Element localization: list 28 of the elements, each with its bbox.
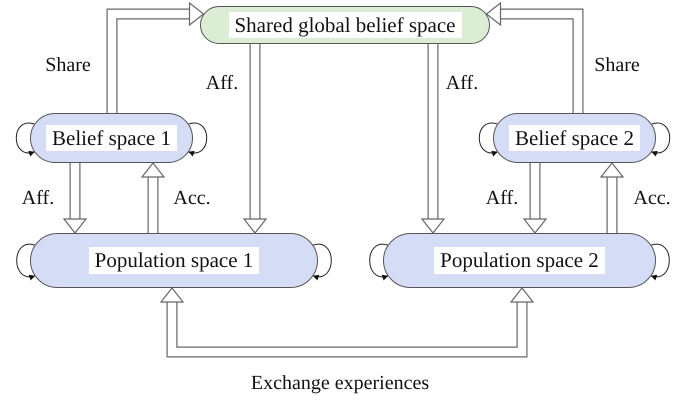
rounded-box: [200, 6, 490, 44]
node-label: Belief space 2: [509, 124, 640, 152]
node-label: Shared global belief space: [228, 12, 462, 38]
block-arrow: [106, 2, 204, 113]
loop-arrow: [16, 122, 35, 156]
rounded-box: [30, 113, 193, 163]
edge-label: Exchange experiences: [248, 372, 432, 394]
loop-arrow: [651, 122, 670, 156]
block-arrow: [242, 44, 268, 234]
node-label: Belief space 1: [46, 124, 177, 152]
block-arrow: [160, 287, 534, 358]
block-arrow: [140, 162, 166, 233]
block-arrow: [486, 2, 584, 113]
loop-arrow: [478, 122, 498, 156]
rounded-box: [383, 233, 656, 288]
rounded-box: [493, 113, 656, 163]
loop-arrow: [16, 244, 36, 280]
rounded-box: [30, 233, 318, 288]
loop-arrow: [312, 244, 332, 280]
block-arrow: [600, 162, 624, 233]
node-label: Population space 1: [88, 247, 260, 274]
node-label: Population space 2: [434, 247, 605, 274]
block-arrow: [522, 163, 548, 234]
loop-arrow: [369, 244, 388, 280]
loop-arrow: [188, 122, 208, 156]
block-arrow: [62, 163, 88, 234]
loop-arrow: [650, 244, 670, 280]
block-arrow: [420, 44, 446, 234]
